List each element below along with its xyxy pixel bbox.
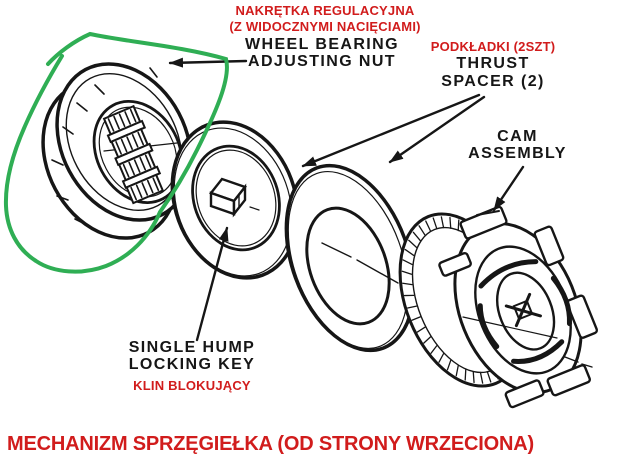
- arrow-to-spacer-1: [301, 93, 481, 168]
- label-locking-key-pl: KLIN BLOKUJĄCY: [133, 378, 251, 393]
- label-single-hump: SINGLE HUMP: [128, 339, 256, 356]
- caption-title: MECHANIZM SPRZĘGIEŁKA (OD STRONY WRZECIO…: [7, 433, 534, 455]
- label-thrust: THRUST: [456, 55, 530, 72]
- arrow-to-locking-key: [195, 226, 229, 342]
- green-highlight-circle: [3, 31, 229, 274]
- cam-face-slots: [477, 259, 572, 364]
- arrow-to-cam-assembly: [492, 165, 525, 212]
- nut-rim-flats: [51, 67, 158, 225]
- arrow-to-spacer-2: [388, 95, 486, 164]
- locking-key-part: [209, 177, 260, 218]
- leader-arrows: [168, 57, 525, 342]
- label-assembly: ASSEMBLY: [468, 145, 567, 162]
- adjusting-nut-part: [41, 62, 193, 240]
- label-locking-key: LOCKING KEY: [128, 356, 256, 373]
- label-spacer-2: SPACER (2): [441, 73, 545, 90]
- label-thrust-spacer-pl: PODKŁADKI (2SZT): [430, 39, 556, 54]
- nut-serrations: [102, 104, 165, 205]
- cam-assembly-part: [398, 205, 599, 409]
- label-adjusting-nut: ADJUSTING NUT: [248, 53, 396, 70]
- thrust-spacer-2-part: [284, 163, 416, 353]
- label-cam: CAM: [497, 128, 538, 145]
- label-wheel-bearing: WHEEL BEARING: [245, 36, 399, 53]
- arrow-to-adjusting-nut: [168, 57, 248, 68]
- label-adjusting-nut-pl-2: (Z WIDOCZNYMI NACIĘCIAMI): [229, 19, 421, 34]
- label-adjusting-nut-pl-1: NAKRĘTKA REGULACYJNA: [235, 3, 415, 18]
